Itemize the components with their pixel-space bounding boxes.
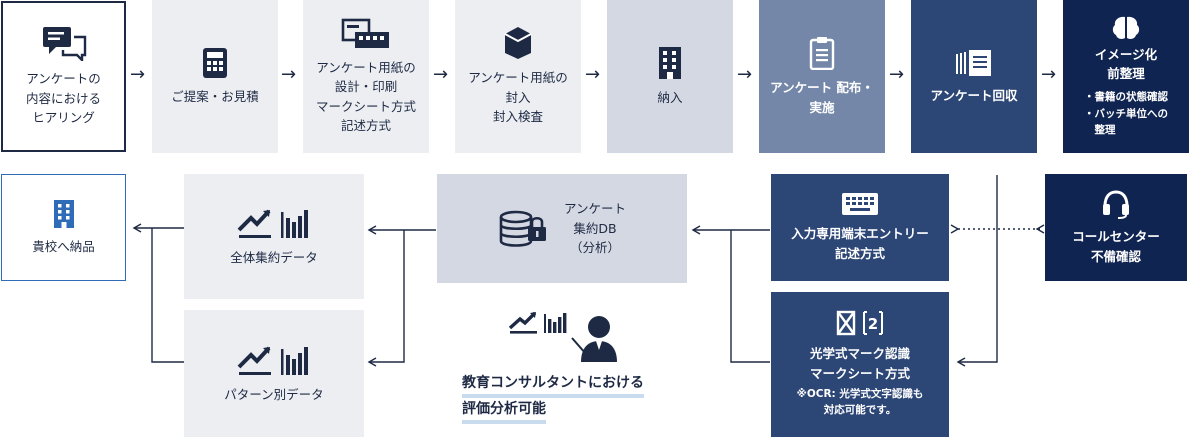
package-icon [504,27,532,60]
call-center-label: コールセンター 不備確認 [1072,229,1160,264]
step-collection: アンケート回収 [911,0,1037,153]
database-lock-icon [499,210,546,247]
step-pre-imaging-sublist: ・書籍の状態確認 ・バッチ単位への 整理 [1084,91,1168,136]
arrow-7: → [1041,64,1057,85]
step-proposal: ご提案・お見積 [152,0,278,153]
keyboard-icon [842,193,878,216]
connector-collect-to-ocr [956,175,998,367]
call-center: コールセンター 不備確認 [1045,174,1187,281]
ocr-icon: 2 [836,311,883,336]
arrow-3: → [433,64,449,85]
survey-db-label: アンケート 集約DB （分析） [563,201,626,256]
all-data: 全体集約データ [184,174,364,299]
step-hearing: アンケートの 内容における ヒアリング [1,1,126,152]
connector-pattern-to-school [151,228,184,363]
building-icon [53,199,74,228]
consultant-block [506,310,636,364]
consultant-line-2: 評価分析可能 [462,398,546,424]
documents-icon [956,49,991,76]
school-delivery: 貴校へ納品 [1,174,126,281]
consultant-line-1: 教育コンサルタントにおける [462,372,644,398]
step-design-label: アンケート用紙の 設計・印刷 マークシート方式 記述方式 [315,59,416,133]
step-delivery-label: 納入 [657,89,683,105]
step-design: アンケート用紙の 設計・印刷 マークシート方式 記述方式 [303,0,429,153]
printer-icon [341,18,389,48]
connector-db-to-pattern [367,230,405,367]
step-distribution-label: アンケート 配布・ 実施 [770,80,874,115]
ocr-reading: 2 光学式マーク認識 マークシート方式 ※OCR: 光学式文字認識も 対応可能で… [771,292,949,437]
step-enclose-label: アンケート用紙の 封入 封入検査 [468,70,568,125]
clipboard-icon [809,37,835,71]
calculator-icon [203,47,227,78]
step-collection-label: アンケート回収 [930,87,1018,103]
consultant-icon [508,311,617,362]
ocr-reading-label: 光学式マーク認識 マークシート方式 [809,346,910,381]
chart-icon [237,209,308,238]
pattern-data: パターン別データ [184,310,364,437]
arrow-4: → [585,64,601,85]
consultant-eval-text: 教育コンサルタントにおける 評価分析可能 [462,372,644,424]
step-proposal-label: ご提案・お見積 [171,88,259,104]
chat-icon [42,27,86,62]
pattern-data-label: パターン別データ [224,386,324,402]
survey-db: アンケート 集約DB （分析） [437,174,687,283]
ocr-reading-note: ※OCR: 光学式文字認識も 対応可能です。 [796,388,924,416]
step-pre-imaging: イメージ化 前整理 ・書籍の状態確認 ・バッチ単位への 整理 [1063,0,1189,153]
connector-ocr-to-db [730,230,770,363]
arrow-2: → [281,64,297,85]
step-distribution: アンケート 配布・ 実施 [759,0,885,153]
arrow-1: → [130,64,146,85]
entry-terminal: 入力専用端末エントリー 記述方式 [771,174,949,281]
brain-icon [1112,16,1140,39]
all-data-label: 全体集約データ [230,249,318,265]
svg-text:2: 2 [868,315,878,333]
arrow-5: → [737,64,753,85]
step-enclose: アンケート用紙の 封入 封入検査 [455,0,581,153]
step-hearing-label: アンケートの 内容における ヒアリング [25,71,101,126]
step-delivery: 納入 [607,0,733,153]
headset-icon [1103,190,1129,220]
step-pre-imaging-label: イメージ化 前整理 [1094,46,1158,82]
arrow-6: → [889,64,905,85]
entry-terminal-label: 入力専用端末エントリー 記述方式 [791,226,929,261]
chart-icon [237,346,308,375]
building-icon [659,46,681,79]
school-delivery-label: 貴校へ納品 [32,238,95,254]
